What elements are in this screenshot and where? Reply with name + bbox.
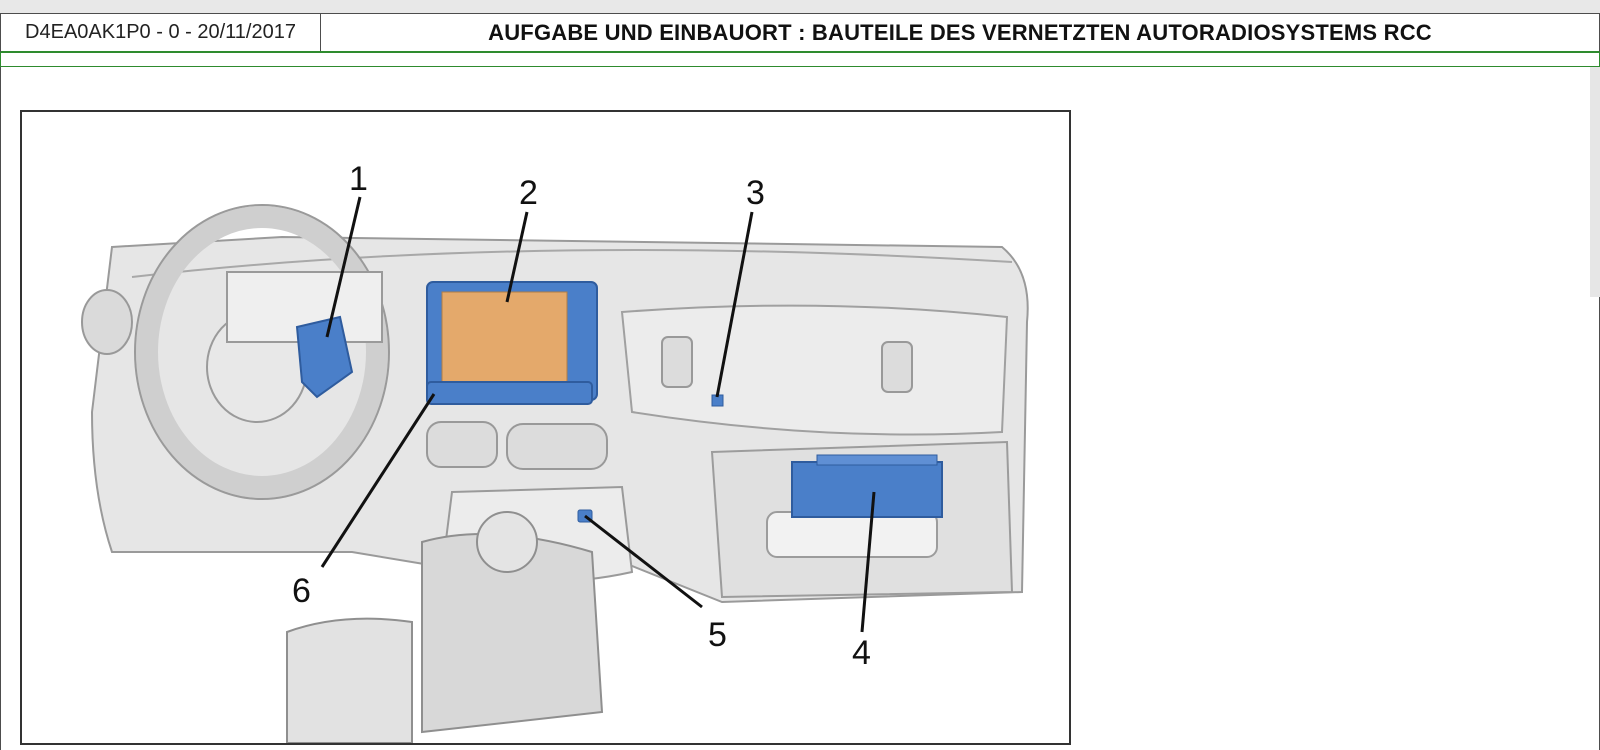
radio-unit-top: [816, 454, 938, 466]
radio-unit: [791, 461, 943, 518]
touchscreen-display: [441, 291, 568, 383]
scrollbar-track[interactable]: [1590, 67, 1600, 297]
document-title: AUFGABE UND EINBAUORT : BAUTEILE DES VER…: [488, 19, 1432, 45]
callout-5: 5: [708, 616, 727, 654]
leader-line-1: [325, 196, 362, 338]
dashboard-top-edge: [131, 249, 1013, 278]
gear-knob: [476, 511, 538, 573]
leader-line-4: [860, 491, 876, 633]
document-reference: D4EA0AK1P0 - 0 - 20/11/2017: [1, 14, 321, 51]
steering-wheel-rim: [136, 206, 388, 498]
callout-3: 3: [746, 174, 765, 212]
leader-line-2: [505, 211, 529, 303]
steering-wheel-rim-outline: [134, 204, 390, 500]
callout-4: 4: [852, 634, 871, 672]
dashboard-illustration: 1 2 3 4 5 6: [81, 160, 1029, 743]
driver-vent: [81, 289, 133, 355]
callout-6: 6: [292, 572, 311, 610]
document-header: D4EA0AK1P0 - 0 - 20/11/2017 AUFGABE UND …: [0, 13, 1600, 53]
center-vent-right: [506, 423, 608, 470]
callout-2: 2: [519, 174, 538, 212]
dashboard-figure: 1 2 3 4 5 6: [20, 110, 1071, 745]
leader-line-3: [715, 211, 754, 398]
leader-line-6: [320, 393, 436, 568]
top-bar: [0, 0, 1600, 13]
header-subbar: [0, 52, 1600, 67]
center-vent-left: [426, 421, 498, 468]
passenger-vent-left: [661, 336, 693, 388]
leader-line-5: [584, 514, 703, 609]
callout-1: 1: [349, 160, 368, 198]
glovebox-opening: [766, 511, 938, 558]
control-panel: [426, 381, 593, 405]
passenger-vent-right: [881, 341, 913, 393]
armrest: [286, 617, 413, 743]
